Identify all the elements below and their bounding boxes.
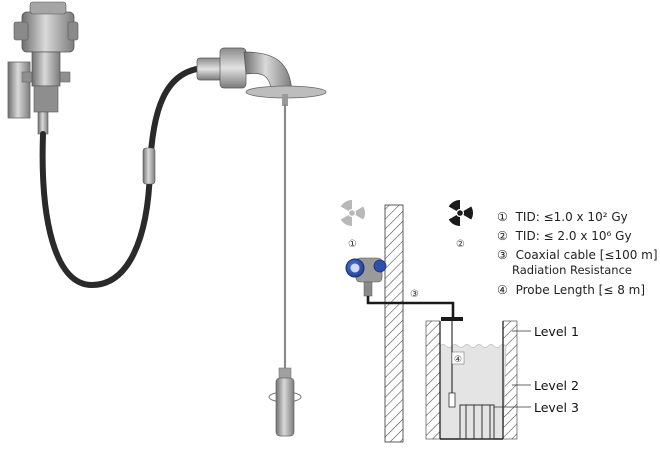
- level-leaders: [494, 330, 531, 408]
- product-photo: [7, 1, 327, 437]
- probe-weight-schematic: [448, 392, 456, 408]
- transmitter-icon: [345, 257, 387, 297]
- cable-marker: ③: [410, 289, 419, 300]
- legend-item-3b: Radiation Resistance: [512, 263, 632, 277]
- legend-marker-1: ①: [497, 210, 508, 224]
- probe-marker-box: [451, 351, 465, 365]
- legend-text-1: TID: ≤1.0 x 10² Gy: [515, 210, 628, 224]
- legend-text-3b: Radiation Resistance: [512, 263, 632, 277]
- tank: [425, 320, 518, 440]
- legend-item-1: ① TID: ≤1.0 x 10² Gy: [497, 210, 628, 224]
- legend-item-2: ② TID: ≤ 2.0 x 10⁶ Gy: [497, 229, 632, 243]
- level-3-label: Level 3: [534, 400, 579, 415]
- shield-wall: [384, 204, 404, 443]
- legend-text-4: Probe Length [≤ 8 m]: [515, 283, 646, 297]
- level-2-label: Level 2: [534, 378, 579, 393]
- legend-marker-3: ③: [497, 248, 508, 262]
- legend-marker-4: ④: [497, 283, 508, 297]
- zone2-marker: ②: [456, 239, 465, 250]
- coaxial-cable-schematic: [366, 296, 455, 318]
- zone1-marker: ①: [348, 239, 357, 250]
- schematic: ① ② ③: [340, 200, 531, 443]
- cable-connector: [142, 147, 156, 185]
- radiation-icon-zone2: [448, 200, 473, 227]
- liquid: [439, 344, 507, 440]
- tank-flange: [441, 317, 463, 321]
- tank-internals: [459, 404, 495, 440]
- level-1-label: Level 1: [534, 324, 579, 339]
- coaxial-cable-photo: [39, 65, 208, 289]
- probe-marker: ④: [454, 355, 462, 365]
- legend-text-3: Coaxial cable [≤100 m]: [515, 248, 658, 262]
- legend-item-3: ③ Coaxial cable [≤100 m]: [497, 248, 658, 262]
- legend-marker-2: ②: [497, 229, 508, 243]
- legend-text-2: TID: ≤ 2.0 x 10⁶ Gy: [515, 229, 632, 243]
- legend-item-4: ④ Probe Length [≤ 8 m]: [497, 283, 645, 297]
- process-connection: [196, 47, 327, 106]
- probe-weight: [268, 367, 302, 437]
- transmitter-housing: [13, 1, 79, 135]
- radiation-icon-zone1: [340, 200, 365, 227]
